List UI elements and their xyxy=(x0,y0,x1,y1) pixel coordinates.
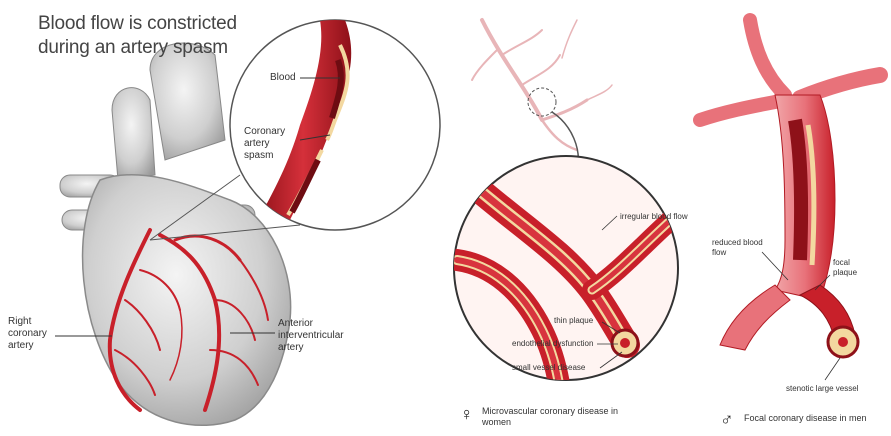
male-symbol: ♂ xyxy=(720,410,734,428)
diagram-title: Blood flow is constricted during an arte… xyxy=(38,12,268,60)
endothelial-dysfunction-label: endothelial dysfunction xyxy=(512,339,593,349)
focal-caption: Focal coronary disease in men xyxy=(744,413,889,424)
coronary-spasm-label: Coronary artery spasm xyxy=(244,126,300,162)
heart-body xyxy=(83,175,291,426)
focal-disease-panel: reduced blood flow focal plaque stenotic… xyxy=(690,0,891,436)
vessel-lumen xyxy=(620,338,630,348)
bifurcation-left xyxy=(720,285,790,350)
thin-plaque-label: thin plaque xyxy=(554,316,593,326)
focal-plaque-label: focal plaque xyxy=(833,258,873,278)
small-vessel-tree xyxy=(472,20,612,150)
focal-disease-illustration xyxy=(690,0,891,436)
stenotic-vessel-label: stenotic large vessel xyxy=(786,384,858,394)
vessel-lumen-trunk xyxy=(795,120,801,260)
blood-label: Blood xyxy=(270,72,296,84)
microvascular-caption: Microvascular coronary disease in women xyxy=(482,406,632,428)
stenotic-lumen xyxy=(838,337,848,347)
right-coronary-label: Right coronary artery xyxy=(8,316,58,352)
irregular-flow-label: irregular blood flow xyxy=(620,212,690,222)
anterior-interventricular-label: Anterior interventricular artery xyxy=(278,318,350,354)
reduced-flow-label: reduced blood flow xyxy=(712,238,767,258)
small-vessel-disease-label: small vessel disease xyxy=(512,363,585,373)
microvascular-panel: irregular blood flow thin plaque endothe… xyxy=(442,0,690,436)
heart-illustration xyxy=(0,0,442,436)
female-symbol: ♀ xyxy=(460,405,474,423)
artery-spasm-panel: Blood flow is constricted during an arte… xyxy=(0,0,442,436)
